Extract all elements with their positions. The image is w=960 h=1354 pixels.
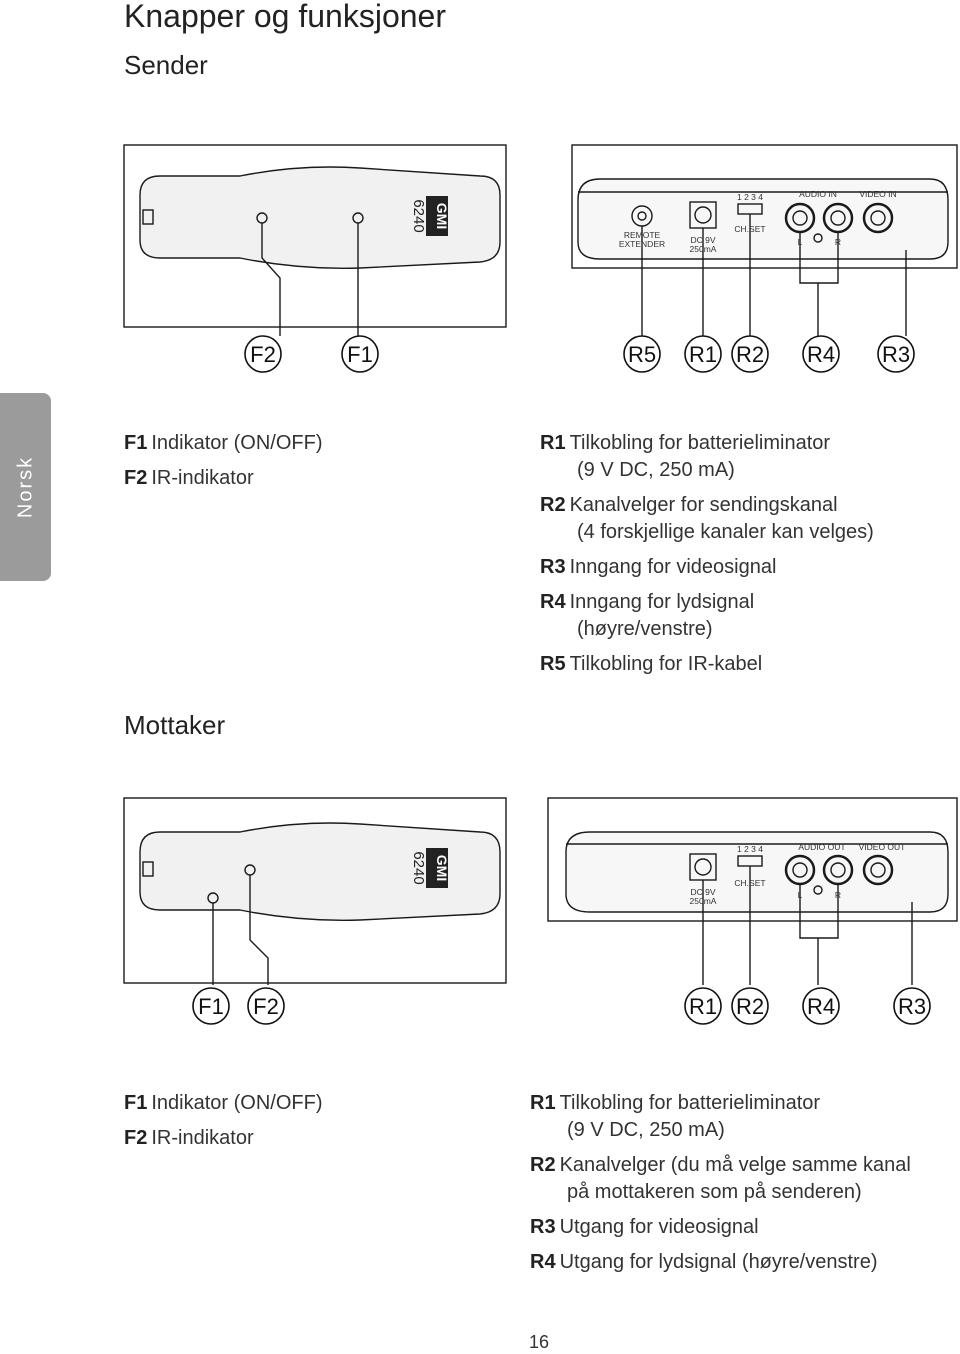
receiver-callout-r1: R1 xyxy=(689,994,717,1019)
sender-r-label: R xyxy=(835,237,841,247)
sender-diagram: GMI 6240 REMOTE EXTENDER DC 9V 250mA 1 2… xyxy=(123,144,958,373)
sender-dc-label-2: 250mA xyxy=(690,244,717,254)
sender-callout-r2: R2 xyxy=(736,342,764,367)
sender-callout-r1: R1 xyxy=(689,342,717,367)
sender-channels-label: 1 2 3 4 xyxy=(737,192,763,202)
receiver-l-label: L xyxy=(798,890,803,900)
receiver-model-label: 6240 xyxy=(410,851,427,884)
receiver-callout-r2: R2 xyxy=(736,994,764,1019)
receiver-callout-r4: R4 xyxy=(807,994,835,1019)
receiver-callout-r3: R3 xyxy=(898,994,926,1019)
sender-l-label: L xyxy=(798,237,803,247)
sender-callout-f2: F2 xyxy=(250,342,276,367)
sender-callout-r4: R4 xyxy=(807,342,835,367)
receiver-chset-label: CH.SET xyxy=(734,878,765,888)
sender-remote-label-1: REMOTE xyxy=(624,230,661,240)
svg-text:GMI: GMI xyxy=(434,855,450,881)
page-number: 16 xyxy=(528,1332,550,1352)
receiver-heading: Mottaker xyxy=(124,710,226,740)
receiver-audio-label: AUDIO OUT xyxy=(798,842,845,852)
receiver-brand-logo: GMI xyxy=(426,848,450,888)
sender-heading: Sender xyxy=(124,50,208,80)
receiver-callout-f2: F2 xyxy=(253,994,279,1019)
svg-text:GMI: GMI xyxy=(434,203,450,229)
page-title: Knapper og funksjoner xyxy=(124,0,446,34)
sender-callout-r5: R5 xyxy=(628,342,656,367)
sender-callout-r3: R3 xyxy=(882,342,910,367)
receiver-video-out xyxy=(862,854,894,886)
side-tab-label: Norsk xyxy=(14,455,36,519)
receiver-dc-label-2: 250mA xyxy=(690,896,717,906)
receiver-callout-f1: F1 xyxy=(198,994,224,1019)
receiver-channels-label: 1 2 3 4 xyxy=(737,844,763,854)
receiver-video-label: VIDEO OUT xyxy=(859,842,906,852)
sender-brand-logo: GMI xyxy=(426,196,450,236)
sender-dc-label-1: DC 9V xyxy=(690,235,715,245)
sender-remote-label-2: EXTENDER xyxy=(619,239,665,249)
language-side-tab: Norsk xyxy=(0,393,51,581)
receiver-r-label: R xyxy=(835,890,841,900)
sender-video-label: VIDEO IN xyxy=(859,189,896,199)
sender-callout-f1: F1 xyxy=(347,342,373,367)
receiver-dc-label-1: DC 9V xyxy=(690,887,715,897)
sender-top-body xyxy=(139,166,501,269)
sender-video-in xyxy=(862,202,894,234)
sender-audio-label: AUDIO IN xyxy=(799,189,837,199)
receiver-diagram: GMI 6240 DC 9V 250mA 1 2 3 4 CH.SET AUDI… xyxy=(123,797,958,1025)
sender-chset-label: CH.SET xyxy=(734,224,765,234)
receiver-top-body xyxy=(139,822,501,921)
sender-model-label: 6240 xyxy=(410,199,427,232)
